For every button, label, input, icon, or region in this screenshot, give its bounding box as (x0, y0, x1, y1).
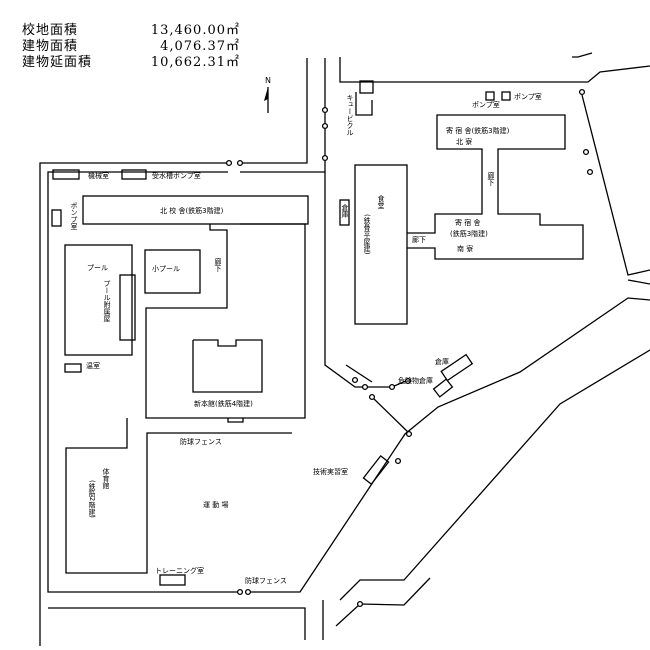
bollard-markers (225, 88, 594, 608)
gym-label: 体育館 (102, 467, 110, 490)
building-area-value: 4,076.37㎡ (160, 39, 240, 54)
pool-label: プール (87, 264, 108, 272)
dorm-north-label: 寄 宿 舎(鉄筋3階建) (446, 126, 510, 135)
total-floor-area-value: 10,662.31㎡ (150, 55, 240, 70)
pump-room-top2-label: ポンプ室 (514, 92, 542, 101)
small-pool-label: 小プール (152, 264, 180, 273)
pool-annex-label: プール附属屋 (103, 280, 111, 323)
tank-pump-room-label: 受水槽ポンプ室 (152, 171, 201, 180)
machine-room-label: 機械室 (88, 171, 109, 180)
training-room-label: トレーニング室 (155, 566, 204, 575)
fence-label-2: 防球フェンス (245, 576, 287, 585)
cafeteria-label: 食堂 (377, 194, 385, 209)
pump-room-top-label: ポンプ室 (472, 100, 500, 109)
cafeteria-struct-label: (鉄骨平屋建) (363, 214, 371, 255)
north-label: N (265, 76, 271, 85)
warehouse-vertical-label: 倉庫 (341, 203, 349, 219)
building-area-label: 建物面積 (22, 39, 79, 54)
warehouse-label: 倉庫 (435, 357, 449, 366)
buildings (51, 80, 584, 586)
fence-label-1: 防球フェンス (180, 437, 222, 446)
north-building-label: 北 校 舎(鉄筋3階建) (160, 206, 224, 215)
road-lines (39, 52, 650, 646)
hazmat-warehouse-label: 危険物倉庫 (398, 376, 433, 385)
dorm-north-name-label: 北 寮 (456, 137, 472, 146)
new-main-building-label: 新本館(鉄筋4階建) (194, 399, 253, 408)
site-area-value: 13,460.00㎡ (150, 23, 240, 38)
corridor-label-c: 廊下 (412, 235, 426, 244)
corridor-label-b: 廊下 (487, 171, 495, 187)
corridor-label-a: 廊下 (214, 257, 222, 273)
dorm-south-struct-label: (鉄筋3階建) (450, 229, 488, 238)
pump-room-left-label: ポンプ室 (70, 202, 78, 230)
dorm-south-label: 寄 宿 舎 (455, 218, 480, 227)
gym-struct-label: (鉄筋2階建) (88, 480, 96, 518)
tech-room-label: 技術実習室 (313, 467, 348, 476)
total-floor-area-label: 建物延面積 (22, 55, 93, 70)
cubicle-label: キュービクル (346, 94, 354, 136)
site-area-label: 校地面積 (22, 23, 79, 38)
dorm-south-name-label: 南 寮 (457, 244, 473, 253)
greenhouse-label: 温室 (86, 361, 100, 370)
north-arrow-icon (264, 87, 269, 113)
sports-ground-label: 運 動 場 (203, 500, 228, 509)
